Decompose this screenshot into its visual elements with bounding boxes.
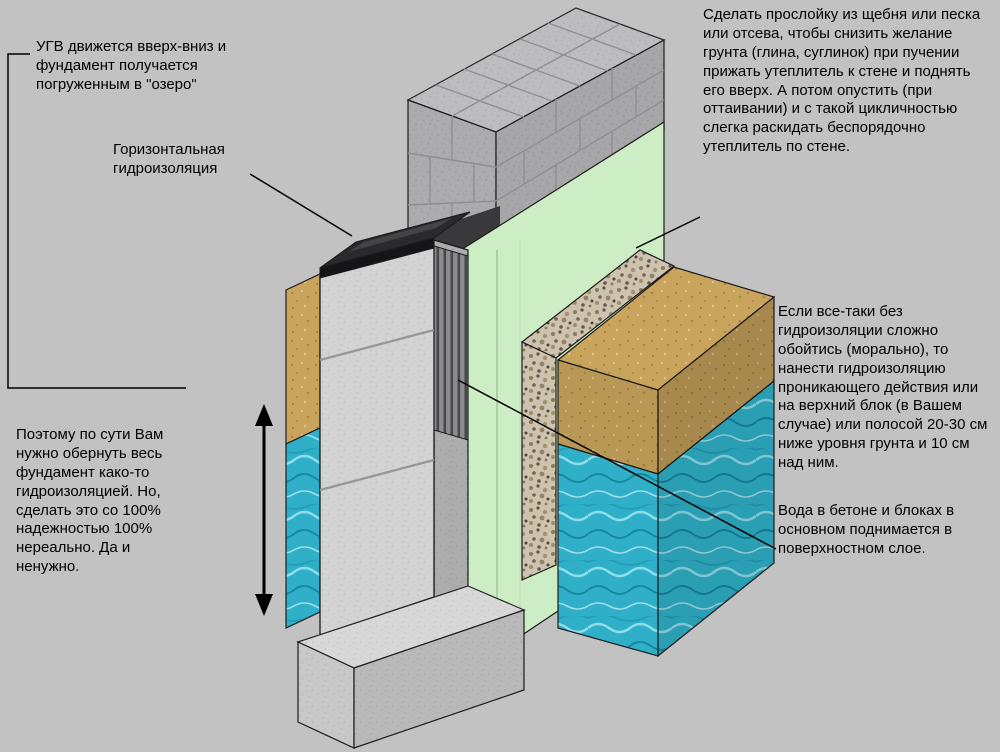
waterproofing-leader-line (249, 173, 353, 237)
groundwater-left-face (557, 443, 659, 657)
penetrating-waterproofing-note: Если все-таки без гидроизоляции сложно о… (778, 303, 988, 472)
wrap-foundation-note: Поэтому по сути Вам нужно обернуть весь … (16, 426, 164, 576)
horizontal-waterproofing-label: Горизонтальная гидроизоляция (113, 141, 225, 177)
leader-lines (7, 53, 777, 550)
groundwater-left-strip (285, 427, 321, 629)
gravel-layer-note: Сделать прослойку из щебня или песка или… (703, 6, 981, 156)
gravel-vertical-strip (521, 341, 557, 581)
groundwater-right (557, 379, 775, 658)
ugv-note: УГВ движется вверх-вниз и фундамент полу… (36, 38, 227, 93)
waterproofing-front-edge (319, 237, 435, 279)
footing-front-face (353, 609, 525, 749)
ugv-leader-line (7, 53, 186, 389)
soil-left-strip-face (285, 273, 321, 445)
mortar-joints (407, 22, 665, 247)
foundation-block-joints (319, 328, 435, 492)
groundwater-right-face (657, 379, 775, 658)
foundation-blocks (319, 239, 469, 636)
horizontal-waterproofing-layer (319, 211, 471, 279)
soil-right-block (556, 266, 776, 476)
soil-left-strip (285, 273, 321, 629)
water-rise-leader-line (457, 379, 777, 550)
water-rise-note: Вода в бетоне и блоках в основном подним… (778, 502, 955, 557)
foundation-side-coating (433, 245, 469, 441)
foundation-front-face (319, 245, 435, 636)
gravel-backfill (520, 249, 676, 581)
gravel-leader-line (635, 216, 701, 249)
water-level-arrow-icon (255, 404, 273, 616)
footing-block (296, 585, 526, 749)
